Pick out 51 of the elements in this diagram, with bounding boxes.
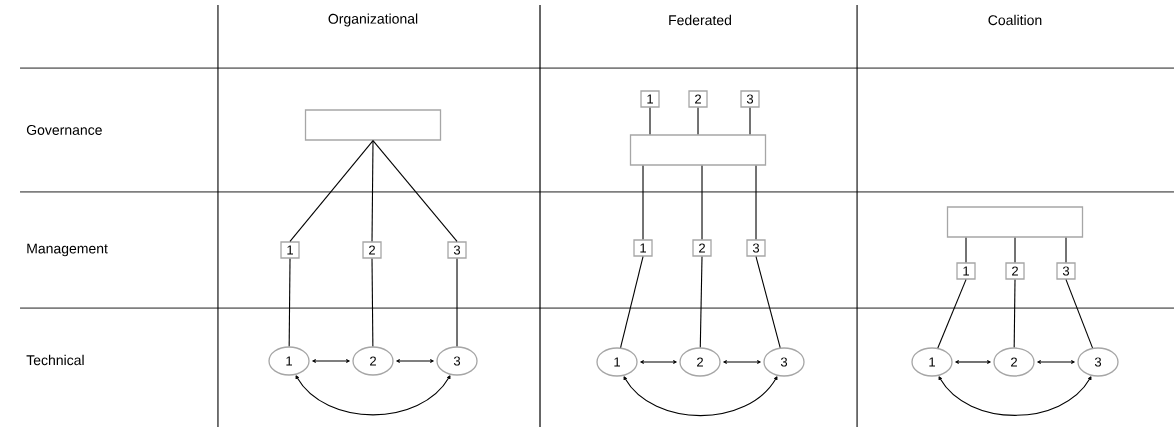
numbered-box: 3 <box>1056 262 1076 280</box>
connector-line <box>755 256 781 349</box>
double-arrow <box>312 359 350 363</box>
double-arrow <box>723 360 761 364</box>
connector-line <box>749 107 751 135</box>
double-arrow <box>396 359 434 363</box>
connector-line <box>456 258 458 347</box>
double-arrow <box>955 360 991 364</box>
double-arrow <box>1037 360 1075 364</box>
connector-line <box>937 279 967 349</box>
numbered-box: 1 <box>280 241 300 259</box>
row-header: Technical <box>26 354 84 366</box>
connector-line <box>372 140 458 242</box>
numbered-box: 1 <box>640 90 660 108</box>
connector-line <box>371 258 374 347</box>
connector-line <box>1013 279 1016 348</box>
connector-line <box>701 165 703 240</box>
numbered-box: 3 <box>447 241 467 259</box>
curved-arrow <box>623 376 778 417</box>
numbered-box: 1 <box>956 262 976 280</box>
numbered-box: 2 <box>692 239 712 257</box>
numbered-box: 3 <box>746 239 766 257</box>
numbered-box: 3 <box>740 90 760 108</box>
column-header: Coalition <box>988 14 1042 26</box>
double-arrow <box>640 360 677 364</box>
connector-line <box>965 237 967 263</box>
connector-line <box>649 107 651 135</box>
connector-line <box>1065 279 1094 349</box>
connector-line <box>289 140 374 242</box>
connector-line <box>1014 237 1016 263</box>
row-header: Governance <box>26 125 102 135</box>
connector-line <box>755 165 757 240</box>
curved-arrow <box>938 376 1092 416</box>
connector-line <box>371 140 374 242</box>
connector-line <box>697 107 699 135</box>
connector-line <box>620 256 644 349</box>
column-header: Federated <box>669 14 731 26</box>
numbered-box: 2 <box>688 90 708 108</box>
empty-box <box>629 134 767 166</box>
column-header: Organizational <box>328 13 418 27</box>
empty-box <box>946 206 1084 238</box>
connector-line <box>699 256 703 348</box>
curved-arrow <box>295 375 451 416</box>
connector-line <box>642 165 644 240</box>
numbered-box: 2 <box>1005 262 1025 280</box>
connector-line <box>288 258 291 347</box>
row-header: Management <box>27 243 108 257</box>
numbered-box: 1 <box>633 239 653 257</box>
numbered-box: 2 <box>362 241 382 259</box>
connector-line <box>1065 237 1067 263</box>
empty-box <box>304 109 442 141</box>
